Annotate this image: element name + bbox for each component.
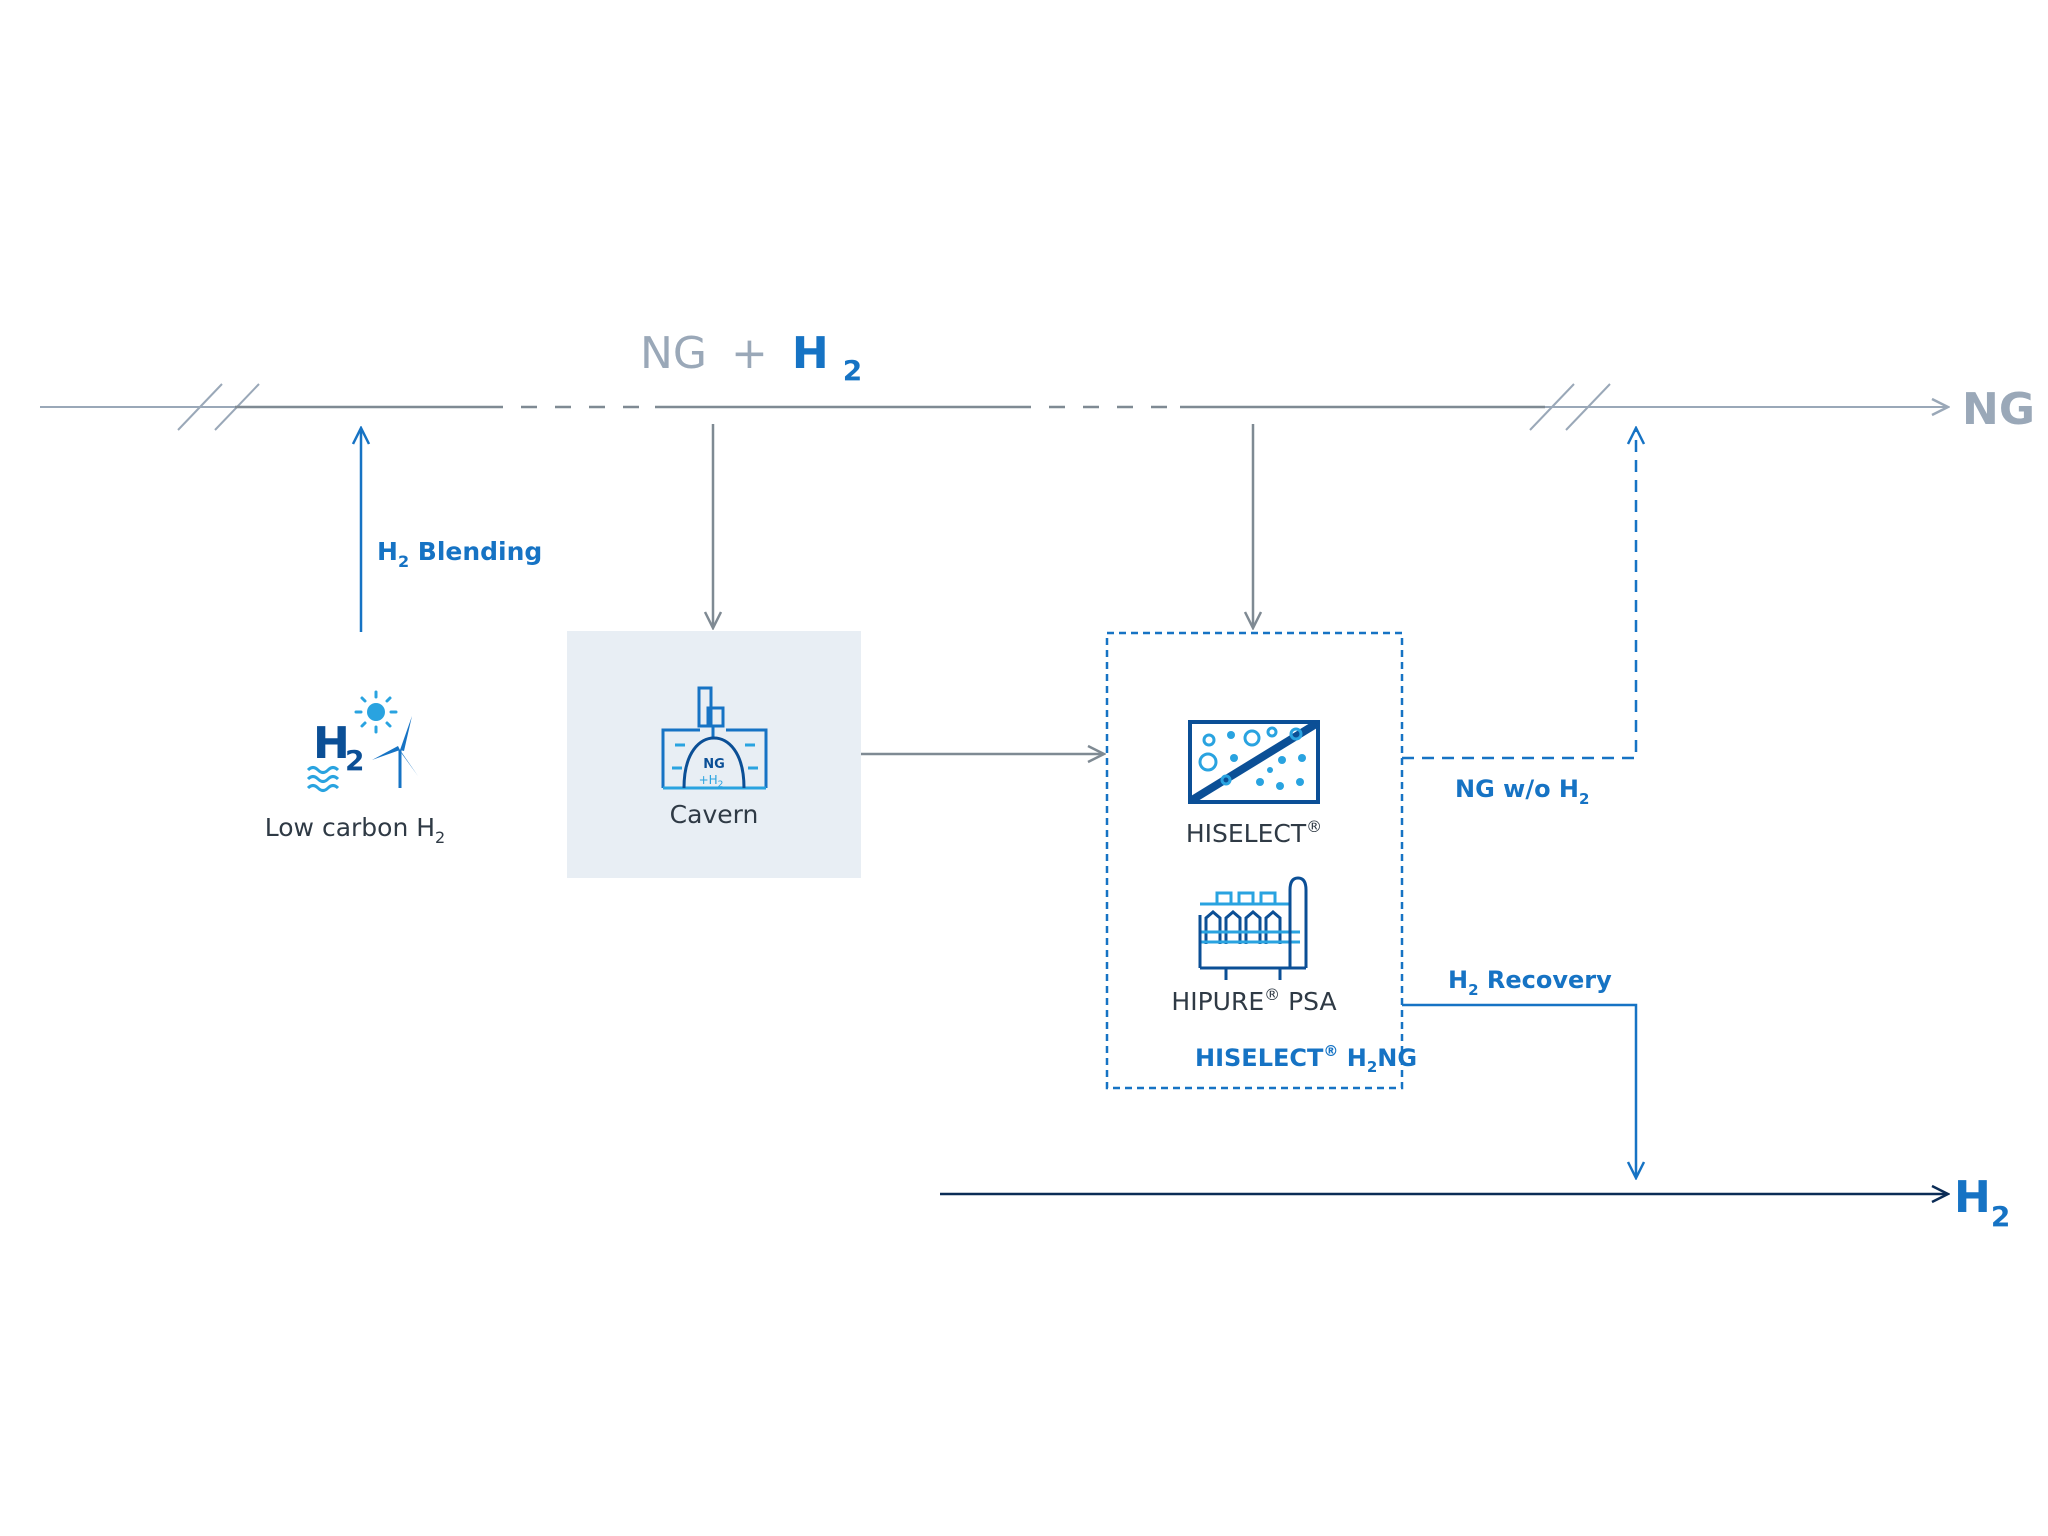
ng-without-h2-return-arrow xyxy=(1402,428,1636,760)
svg-text:+H2: +H2 xyxy=(699,773,724,790)
pipeline-label: NG + H 2 xyxy=(640,328,862,387)
main-pipeline xyxy=(40,383,1948,431)
svg-text:H: H xyxy=(313,718,350,769)
hiselect-h2ng-title: HISELECT® H2NG xyxy=(1195,1042,1417,1076)
hiselect-membrane-icon xyxy=(1188,720,1320,804)
svg-text:2: 2 xyxy=(345,744,364,777)
h2-product-label: H2 xyxy=(1954,1172,2010,1233)
h2-recovery-arrow xyxy=(1402,1003,1636,1178)
hipure-psa-label: HIPURE® PSA xyxy=(1171,985,1336,1016)
low-carbon-h2-icon: H 2 xyxy=(306,690,418,792)
svg-text:NG: NG xyxy=(703,757,725,772)
cavern-box xyxy=(567,631,861,878)
cavern-icon: NG +H2 xyxy=(661,686,768,790)
blending-label: H2 Blending xyxy=(377,537,542,571)
ng-without-h2-label: NG w/o H2 xyxy=(1455,775,1589,808)
low-carbon-label: Low carbon H2 xyxy=(265,813,445,847)
ng-outlet-label: NG xyxy=(1962,384,2035,435)
hiselect-h2ng-box xyxy=(1105,631,1404,1090)
cavern-label: Cavern xyxy=(670,800,759,829)
h2-recovery-label: H2 Recovery xyxy=(1448,966,1612,999)
hipure-psa-icon xyxy=(1198,876,1308,980)
hiselect-label: HISELECT® xyxy=(1186,817,1322,848)
